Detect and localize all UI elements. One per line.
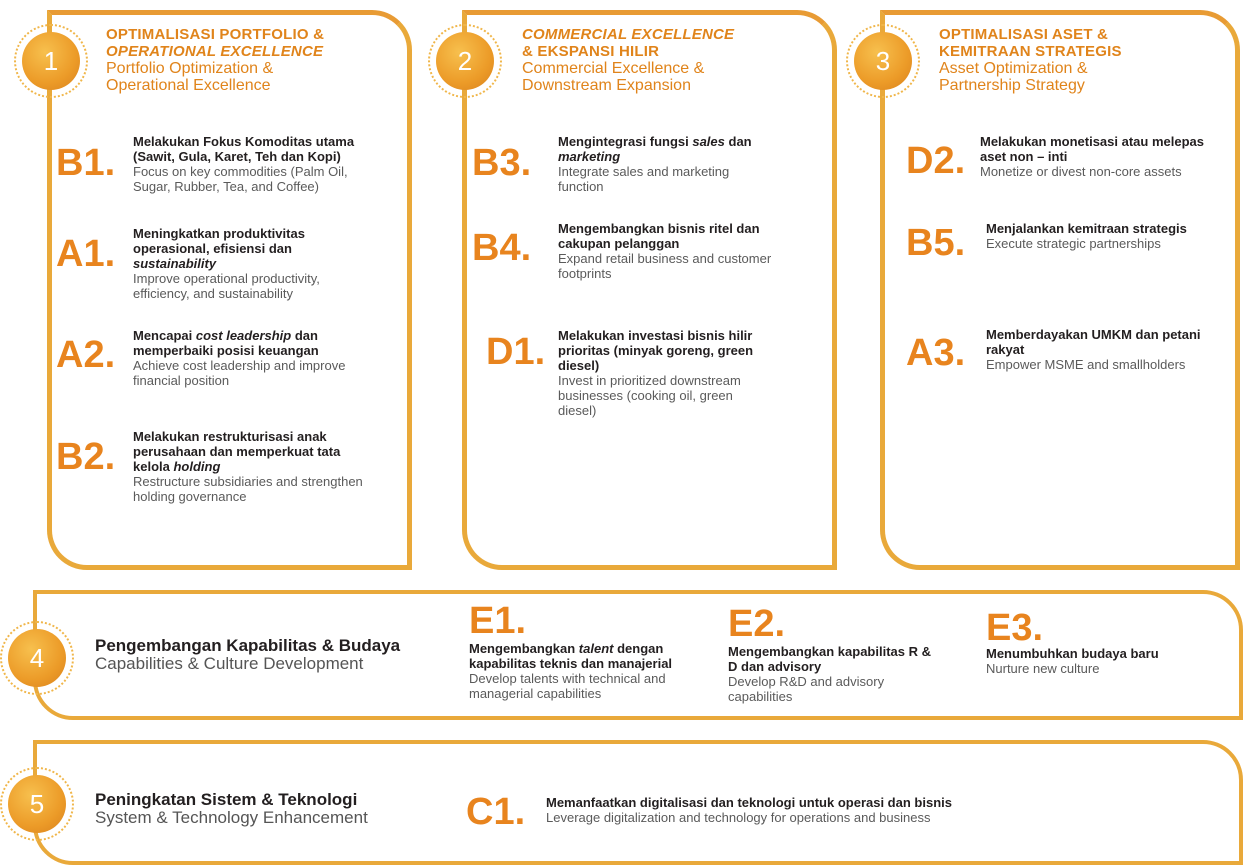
code-e3: E3. xyxy=(986,607,1044,649)
pillar-3-title-2: KEMITRAAN STRATEGIS xyxy=(939,43,1122,60)
pillar-2-title-2: & EKSPANSI HILIR xyxy=(522,43,660,60)
pillar-1-subtitle: Portfolio Optimization & xyxy=(106,60,274,77)
pillar-4-title: Pengembangan Kapabilitas & Budaya xyxy=(95,636,401,655)
pillar-5-title: Peningkatan Sistem & Teknologi xyxy=(95,790,358,809)
pillar-2-subtitle-2: Downstream Expansion xyxy=(522,77,691,94)
pillar-4-header: Pengembangan Kapabilitas & Budaya Capabi… xyxy=(95,637,400,673)
code-e2: E2. xyxy=(728,603,786,645)
pillar-4-subtitle: Capabilities & Culture Development xyxy=(95,654,364,673)
pillar-3-header: OPTIMALISASI ASET & KEMITRAAN STRATEGIS … xyxy=(939,26,1122,94)
pillar-5-badge: 5 xyxy=(0,767,74,841)
pillar-1-badge: 1 xyxy=(14,24,88,98)
pillar-1-subtitle-2: Operational Excellence xyxy=(106,77,271,94)
pillar-2-badge: 2 xyxy=(428,24,502,98)
pillar-3-badge: 3 xyxy=(846,24,920,98)
code-a3: A3. xyxy=(906,332,966,374)
item-e2: Mengembangkan kapabilitas R &D dan advis… xyxy=(728,644,931,704)
code-b4: B4. xyxy=(472,227,532,269)
pillar-2-subtitle: Commercial Excellence & xyxy=(522,60,705,77)
item-a2: Mencapai cost leadership dan memperbaiki… xyxy=(133,328,346,388)
code-b3: B3. xyxy=(472,142,532,184)
pillar-1-title-2: OPERATIONAL EXCELLENCE xyxy=(106,43,324,60)
item-c1: Memanfaatkan digitalisasi dan teknologi … xyxy=(546,795,952,825)
pillar-2-title: COMMERCIAL EXCELLENCE xyxy=(522,26,735,43)
code-c1: C1. xyxy=(466,791,526,833)
code-e1: E1. xyxy=(469,600,527,642)
item-e1: Mengembangkan talent dengan kapabilitas … xyxy=(469,641,673,701)
pillar-1-frame xyxy=(47,10,412,570)
code-b2: B2. xyxy=(56,436,116,478)
pillar-2-header: COMMERCIAL EXCELLENCE & EKSPANSI HILIR C… xyxy=(522,26,734,94)
item-e3: Menumbuhkan budaya baru Nurture new cult… xyxy=(986,646,1159,676)
pillar-3-frame xyxy=(880,10,1240,570)
item-b5: Menjalankan kemitraan strategis Execute … xyxy=(986,221,1187,251)
pillar-3-title: OPTIMALISASI ASET & xyxy=(939,26,1109,43)
pillar-5-subtitle: System & Technology Enhancement xyxy=(95,808,368,827)
item-b1: Melakukan Fokus Komoditas utama(Sawit, G… xyxy=(133,134,355,194)
code-b1: B1. xyxy=(56,142,116,184)
code-d2: D2. xyxy=(906,140,966,182)
pillar-1-header: OPTIMALISASI PORTFOLIO & OPERATIONAL EXC… xyxy=(106,26,324,94)
code-a1: A1. xyxy=(56,233,116,275)
pillar-3-subtitle: Asset Optimization & xyxy=(939,60,1088,77)
code-a2: A2. xyxy=(56,334,116,376)
pillar-3-subtitle-2: Partnership Strategy xyxy=(939,77,1085,94)
pillar-4-badge: 4 xyxy=(0,621,74,695)
item-b3: Mengintegrasi fungsi sales dan marketing… xyxy=(558,134,752,194)
pillar-5-header: Peningkatan Sistem & Teknologi System & … xyxy=(95,791,368,827)
code-b5: B5. xyxy=(906,222,966,264)
pillar-2-frame xyxy=(462,10,837,570)
pillar-1-title: OPTIMALISASI PORTFOLIO & xyxy=(106,26,325,43)
code-d1: D1. xyxy=(486,331,546,373)
